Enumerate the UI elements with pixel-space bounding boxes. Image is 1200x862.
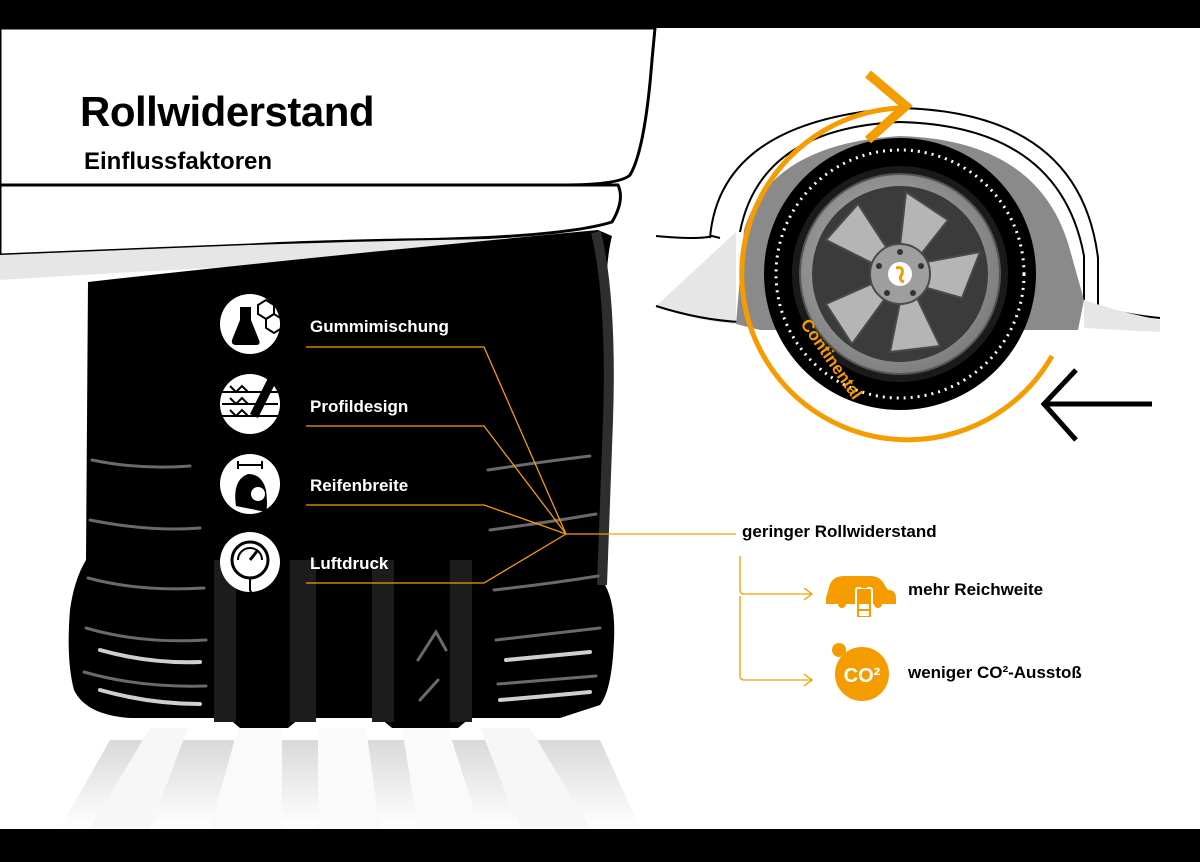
benefit-label-reichweite: mehr Reichweite (908, 580, 1044, 599)
direction-arrow-icon (1040, 368, 1152, 442)
factor-label-reifenbreite: Reifenbreite (310, 476, 409, 495)
factor-label-gummimischung: Gummimischung (310, 317, 449, 336)
rotation-arrow (739, 70, 1055, 443)
factor-connectors (306, 346, 736, 584)
page-title: Rollwiderstand (80, 88, 375, 135)
tire-front-view (68, 230, 615, 728)
benefit-label-co2: weniger CO²-Ausstoß (908, 663, 1082, 682)
result-label: geringer Rollwiderstand (742, 522, 937, 541)
co2-icon-label: CO² (844, 665, 881, 687)
tread-pattern-icon (220, 374, 280, 434)
floor-streaks (60, 728, 640, 828)
factor-label-profildesign: Profildesign (310, 397, 409, 416)
page-subtitle: Einflussfaktoren (84, 148, 273, 175)
car-body (0, 26, 657, 280)
pressure-gauge-icon (220, 532, 280, 596)
co2-cloud-icon: CO² (832, 643, 889, 701)
tire-width-icon (220, 454, 280, 514)
flask-molecule-icon (220, 294, 283, 354)
factor-label-luftdruck: Luftdruck (310, 554, 389, 573)
benefit-connectors (739, 556, 814, 687)
wheel-side-view: Continental (764, 138, 1036, 410)
car-battery-icon (826, 576, 896, 619)
